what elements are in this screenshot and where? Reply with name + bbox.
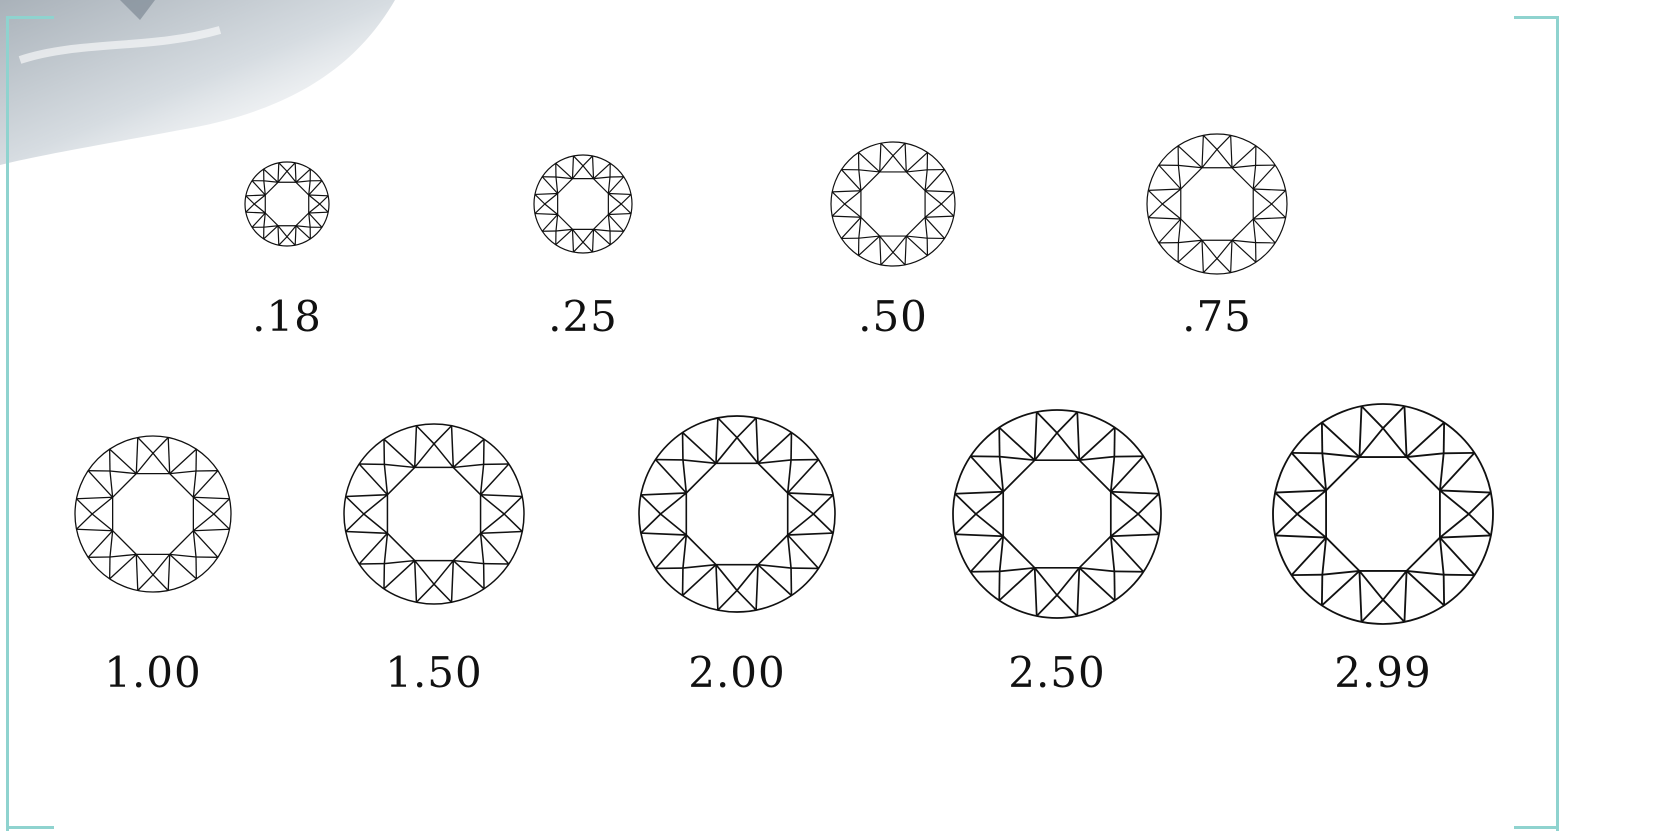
frame-bottom-right xyxy=(1514,826,1559,829)
round-diamond-icon xyxy=(638,415,836,613)
diamond-ring-photo xyxy=(0,0,395,165)
carat-label: .50 xyxy=(858,292,928,341)
carat-label: 1.50 xyxy=(385,648,483,697)
round-diamond-icon xyxy=(1146,133,1288,275)
frame-top-right xyxy=(1514,16,1559,19)
frame-top-left xyxy=(6,16,54,19)
carat-label: .18 xyxy=(252,292,322,341)
carat-label: .75 xyxy=(1182,292,1252,341)
round-diamond-icon xyxy=(830,141,956,267)
frame-bottom-left xyxy=(6,826,54,829)
carat-label: 1.00 xyxy=(104,648,202,697)
carat-label: 2.99 xyxy=(1334,648,1432,697)
round-diamond-icon xyxy=(533,154,633,254)
carat-label: .25 xyxy=(548,292,618,341)
round-diamond-icon xyxy=(244,161,330,247)
round-diamond-icon xyxy=(952,409,1162,619)
frame-right xyxy=(1556,16,1559,831)
round-diamond-icon xyxy=(74,435,232,593)
round-diamond-icon xyxy=(1272,403,1494,625)
round-diamond-icon xyxy=(343,423,525,605)
carat-label: 2.50 xyxy=(1008,648,1106,697)
frame-left xyxy=(6,16,9,831)
carat-label: 2.00 xyxy=(688,648,786,697)
